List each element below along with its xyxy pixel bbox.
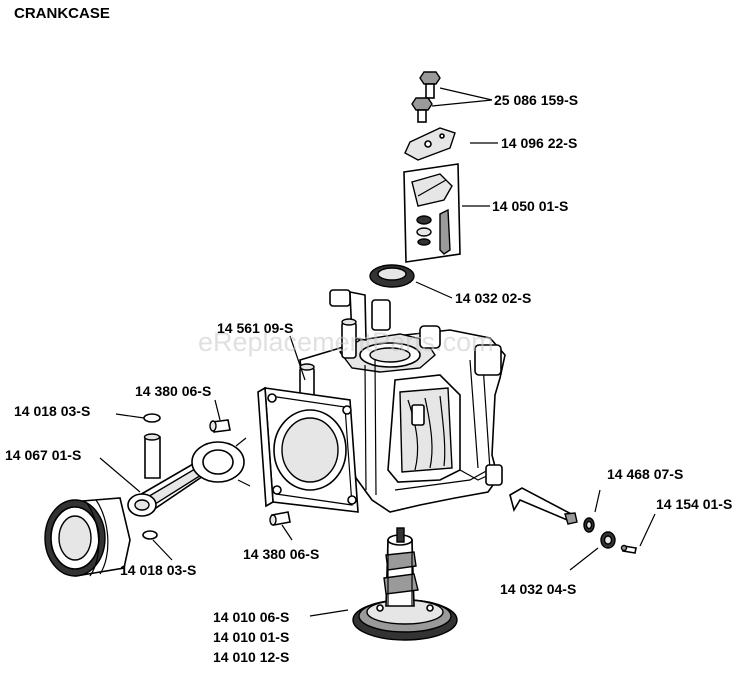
piston-pin (143, 433, 161, 479)
label-camshaft-2: 14 010 01-S (213, 629, 289, 645)
label-crankcase: 14 561 09-S (217, 320, 293, 336)
label-camshaft-3: 14 010 12-S (213, 649, 289, 665)
retaining-ring-lower (142, 530, 158, 540)
pin (620, 544, 637, 554)
label-pin: 14 154 01-S (656, 496, 732, 512)
label-retaining-ring-upper: 14 018 03-S (14, 403, 90, 419)
label-camshaft-1: 14 010 06-S (213, 609, 289, 625)
bolts (411, 71, 441, 123)
piston (44, 497, 131, 577)
dowel-upper (209, 419, 231, 433)
retaining-ring-upper (143, 413, 161, 423)
crankcase-body (299, 289, 506, 513)
seal-right (600, 531, 616, 549)
plate (404, 127, 456, 161)
cylinder-face (257, 386, 359, 513)
label-seal-small: 14 032 04-S (500, 581, 576, 597)
leader-lines (99, 87, 656, 617)
watermark: eReplacementParts.com (198, 327, 494, 357)
label-shaft: 14 468 07-S (607, 466, 683, 482)
label-governor-kit: 14 050 01-S (492, 198, 568, 214)
label-oil-seal-top: 14 032 02-S (455, 290, 531, 306)
camshaft (352, 527, 458, 641)
label-dowel-upper: 14 380 06-S (135, 383, 211, 399)
oil-seal-top (369, 264, 415, 288)
dowel-lower (269, 511, 291, 526)
seal-small (583, 517, 595, 533)
label-dowel-lower: 14 380 06-S (243, 546, 319, 562)
label-connecting-rod: 14 067 01-S (5, 447, 81, 463)
label-bolts: 25 086 159-S (494, 92, 578, 108)
label-retaining-ring-lower: 14 018 03-S (120, 562, 196, 578)
governor-kit (403, 163, 461, 263)
shaft (509, 487, 578, 525)
connecting-rod (127, 437, 251, 517)
diagram-title: CRANKCASE (14, 5, 110, 22)
label-plate: 14 096 22-S (501, 135, 577, 151)
